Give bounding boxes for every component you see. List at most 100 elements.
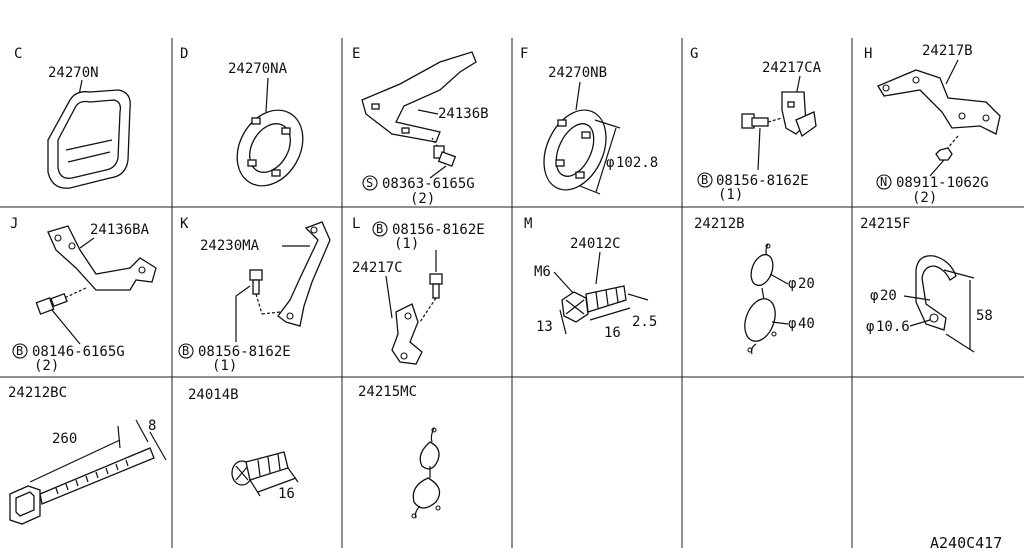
part-number: 24217B <box>922 43 973 59</box>
bolt-part <box>419 273 443 323</box>
part-number: 08911-1062G <box>896 175 989 191</box>
symbol-n-icon: N <box>876 174 892 190</box>
panel-letter: J <box>10 216 18 232</box>
part-number: 24217CA <box>762 60 822 76</box>
panel-letter: M <box>524 216 532 232</box>
panel-letter: L <box>352 216 360 232</box>
quantity: (2) <box>34 358 59 374</box>
svg-text:B: B <box>376 222 383 236</box>
panel-k: K 24230MA B 08156-8162E (1) <box>178 216 331 374</box>
diameter-dimension: φ 102.8 <box>579 119 658 195</box>
panel-grid <box>0 38 1024 548</box>
panel-24212bc: 24212BC 260 8 <box>8 385 167 525</box>
part-number: 08146-6165G <box>32 344 125 360</box>
bolt-part <box>35 287 87 315</box>
bracket-part <box>361 51 477 143</box>
panel-24215mc: 24215MC <box>358 384 441 519</box>
bracket-part <box>877 69 1001 135</box>
cable-tie-part <box>9 447 155 525</box>
panel-g: G 24217CA B 08156-8162E (1) <box>690 46 822 203</box>
dimension-label: 16 <box>278 486 295 502</box>
panel-letter: E <box>352 46 360 62</box>
svg-text:φ: φ <box>870 288 878 304</box>
panel-letter: H <box>864 46 872 62</box>
panel-24215f: 24215F 58 φ 20 φ 10.6 <box>860 216 993 353</box>
quantity: (2) <box>912 190 937 206</box>
panel-f: F 24270NB φ 102.8 <box>520 46 658 195</box>
panel-letter: F <box>520 46 528 62</box>
part-number: 24136BA <box>90 222 150 238</box>
part-number: 24212BC <box>8 385 67 401</box>
clip-part <box>744 243 777 355</box>
large-grommet-part <box>543 109 607 191</box>
screw-part <box>431 137 457 167</box>
dimension-label: 102.8 <box>616 155 658 171</box>
bracket-part <box>781 91 817 138</box>
dimension-lines: 13 16 2.5 <box>536 293 657 341</box>
panel-c: C 24270N <box>14 46 131 189</box>
panel-h: H 24217B N 08911-1062G (2) <box>864 43 1001 206</box>
quantity: (1) <box>212 358 237 374</box>
nut-part <box>935 135 959 161</box>
panel-e: E 24136B S 08363-6165G (2) <box>352 46 489 207</box>
grommet-part <box>47 89 131 189</box>
part-number: 24212B <box>694 216 745 232</box>
panel-d: D 24270NA <box>180 46 304 187</box>
dimension-label: 10.6 <box>876 319 910 335</box>
part-number: 24014B <box>188 387 239 403</box>
length-dimension: 16 <box>249 467 299 502</box>
dimension-label: 260 <box>52 431 77 447</box>
tie-serrations <box>55 459 129 495</box>
part-number: 24270N <box>48 65 99 81</box>
panel-j: J 24136BA B 08146-6165G (2) <box>10 216 157 374</box>
panel-24014b: 24014B 16 <box>188 387 299 502</box>
svg-text:B: B <box>701 173 708 187</box>
part-number: 24215MC <box>358 384 417 400</box>
dimension-label: 40 <box>798 316 815 332</box>
clamp-part <box>915 255 957 331</box>
part-number: 08156-8162E <box>198 344 291 360</box>
symbol-b-icon: B <box>697 172 713 188</box>
svg-text:N: N <box>880 175 887 189</box>
panel-letter: G <box>690 46 698 62</box>
width-dimension: 8 <box>135 418 167 461</box>
dimension-label: 13 <box>536 319 553 335</box>
dimension-label: 2.5 <box>632 314 657 330</box>
length-dimension: 260 <box>29 425 121 483</box>
dimension-label: 8 <box>148 418 156 434</box>
ring-grommet-part <box>236 109 304 187</box>
bracket-part <box>47 225 157 291</box>
bolt-part <box>561 285 627 323</box>
part-number: 24217C <box>352 260 403 276</box>
svg-text:φ: φ <box>606 155 614 171</box>
bracket-part <box>277 221 331 327</box>
quantity: (1) <box>718 187 743 203</box>
bolt-part <box>231 451 289 486</box>
quantity: (2) <box>410 191 435 207</box>
part-number: 24230MA <box>200 238 260 254</box>
dimension-label: 16 <box>604 325 621 341</box>
part-number: 24012C <box>570 236 621 252</box>
svg-text:φ: φ <box>866 319 874 335</box>
panel-letter: K <box>180 216 189 232</box>
figure-code: A240C417 <box>930 534 1002 552</box>
dimension-label: 20 <box>880 288 897 304</box>
part-number: 24270NA <box>228 61 288 77</box>
panel-l: L B 08156-8162E (1) 24217C <box>352 216 485 365</box>
part-number: 24270NB <box>548 65 607 81</box>
quantity: (1) <box>394 236 419 252</box>
part-number: 08156-8162E <box>392 222 485 238</box>
part-number: 08156-8162E <box>716 173 809 189</box>
dimension-label: 20 <box>798 276 815 292</box>
panel-24212b: 24212B φ 20 φ 40 <box>694 216 815 355</box>
symbol-b-icon: B <box>372 221 388 237</box>
panel-letter: D <box>180 46 188 62</box>
panel-letter: C <box>14 46 22 62</box>
symbol-s-icon: S <box>362 175 378 191</box>
part-number: 24136B <box>438 106 489 122</box>
symbol-b-icon: B <box>178 343 194 359</box>
symbol-b-icon: B <box>12 343 28 359</box>
height-dimension: 58 <box>943 269 993 353</box>
svg-text:φ: φ <box>788 276 796 292</box>
